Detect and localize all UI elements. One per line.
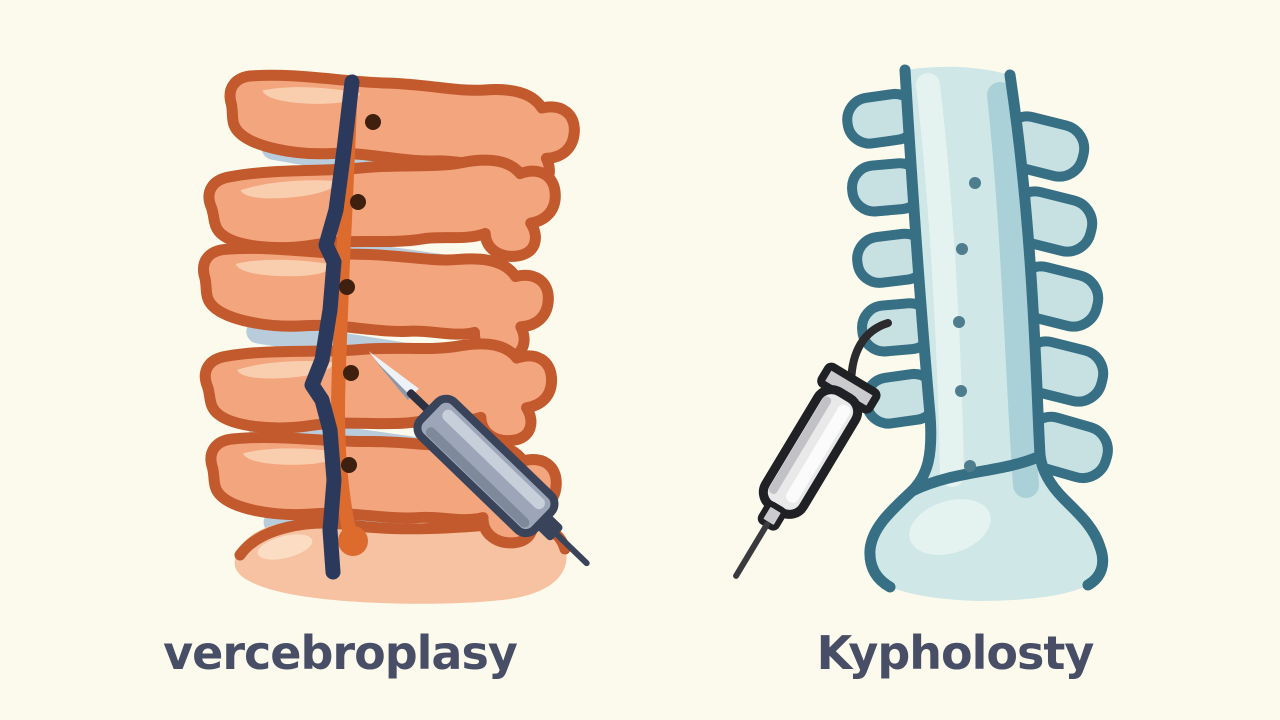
dot xyxy=(365,114,381,130)
needle-blade xyxy=(368,351,419,401)
syringe-right-icon xyxy=(733,319,892,579)
dot xyxy=(964,460,976,472)
spinal-cord-end xyxy=(338,526,368,556)
dot xyxy=(955,385,967,397)
dot xyxy=(350,194,366,210)
barrel-shade xyxy=(425,427,530,528)
right-procedure-label: Kypholosty xyxy=(816,626,1095,680)
spine-with-syringe-icon xyxy=(733,64,1130,602)
dot xyxy=(969,177,981,189)
dot xyxy=(956,243,968,255)
sacrum-inner-outline xyxy=(906,451,1044,497)
sacrum-body xyxy=(234,519,567,604)
fractured-spine-with-syringe-icon xyxy=(180,55,590,604)
dot xyxy=(343,365,359,381)
column-highlight xyxy=(916,73,964,487)
barrel-highlight xyxy=(786,404,851,503)
dot xyxy=(953,316,965,328)
plunger-rod xyxy=(733,521,770,579)
needle xyxy=(847,319,892,385)
column-shade xyxy=(987,82,1039,498)
sacrum-highlight xyxy=(909,499,991,555)
vertebra-dots xyxy=(339,114,381,473)
fractured-spine-illustration xyxy=(180,55,620,615)
dot xyxy=(341,457,357,473)
barrel-highlight xyxy=(442,409,545,510)
barrel-shade xyxy=(768,396,832,494)
syringe-left-icon xyxy=(368,351,590,567)
left-procedure-label: vercebroplasy xyxy=(163,626,518,680)
syringe-barrel xyxy=(758,385,863,519)
column-outline-right xyxy=(1004,69,1109,591)
fracture-line xyxy=(304,74,360,580)
column-outlines xyxy=(864,64,1109,593)
column-dots xyxy=(953,177,981,472)
plunger-rod xyxy=(553,531,590,567)
dot xyxy=(339,279,355,295)
needle-blade-edge xyxy=(374,359,412,401)
column-outline-left xyxy=(864,64,937,593)
treated-spine-illustration xyxy=(700,55,1130,615)
sacrum-highlight xyxy=(257,534,313,560)
